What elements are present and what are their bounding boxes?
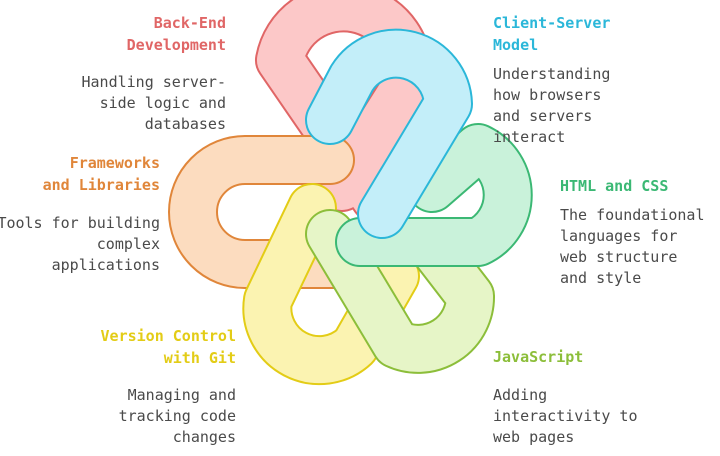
desc-backend: Handling server- side logic and database… (81, 73, 227, 133)
block-frameworks: Frameworks and Libraries (0, 152, 160, 196)
title-git: Version Control with Git (100, 327, 236, 367)
block-backend-desc: Handling server- side logic and database… (0, 72, 227, 135)
block-clientserver-desc: Understanding how browsers and servers i… (493, 64, 720, 148)
desc-clientserver: Understanding how browsers and servers i… (493, 65, 611, 146)
block-javascript: JavaScript (493, 346, 720, 368)
desc-htmlcss: The foundational languages for web struc… (560, 206, 705, 287)
block-backend: Back-End Development (0, 12, 226, 56)
block-frameworks-desc: Tools for building complex applications (0, 213, 160, 276)
block-clientserver: Client-Server Model (493, 12, 720, 56)
loop-frameworks (170, 137, 363, 287)
block-git: Version Control with Git (6, 325, 236, 369)
loop-javascript (307, 211, 493, 372)
title-frameworks: Frameworks and Libraries (42, 154, 160, 194)
loop-git (244, 185, 418, 384)
desc-javascript: Adding interactivity to web pages (493, 386, 638, 446)
desc-git: Managing and tracking code changes (118, 386, 236, 446)
title-backend: Back-End Development (126, 14, 226, 54)
title-htmlcss: HTML and CSS (560, 177, 669, 195)
loop-htmlcss (337, 125, 531, 265)
loop-clientserver (307, 30, 471, 237)
block-htmlcss-desc: The foundational languages for web struc… (560, 205, 720, 289)
block-git-desc: Managing and tracking code changes (6, 385, 236, 448)
desc-frameworks: Tools for building complex applications (0, 214, 160, 274)
block-javascript-desc: Adding interactivity to web pages (493, 385, 720, 448)
block-htmlcss: HTML and CSS (560, 175, 720, 197)
title-clientserver: Client-Server Model (493, 14, 611, 54)
title-javascript: JavaScript (493, 348, 584, 366)
